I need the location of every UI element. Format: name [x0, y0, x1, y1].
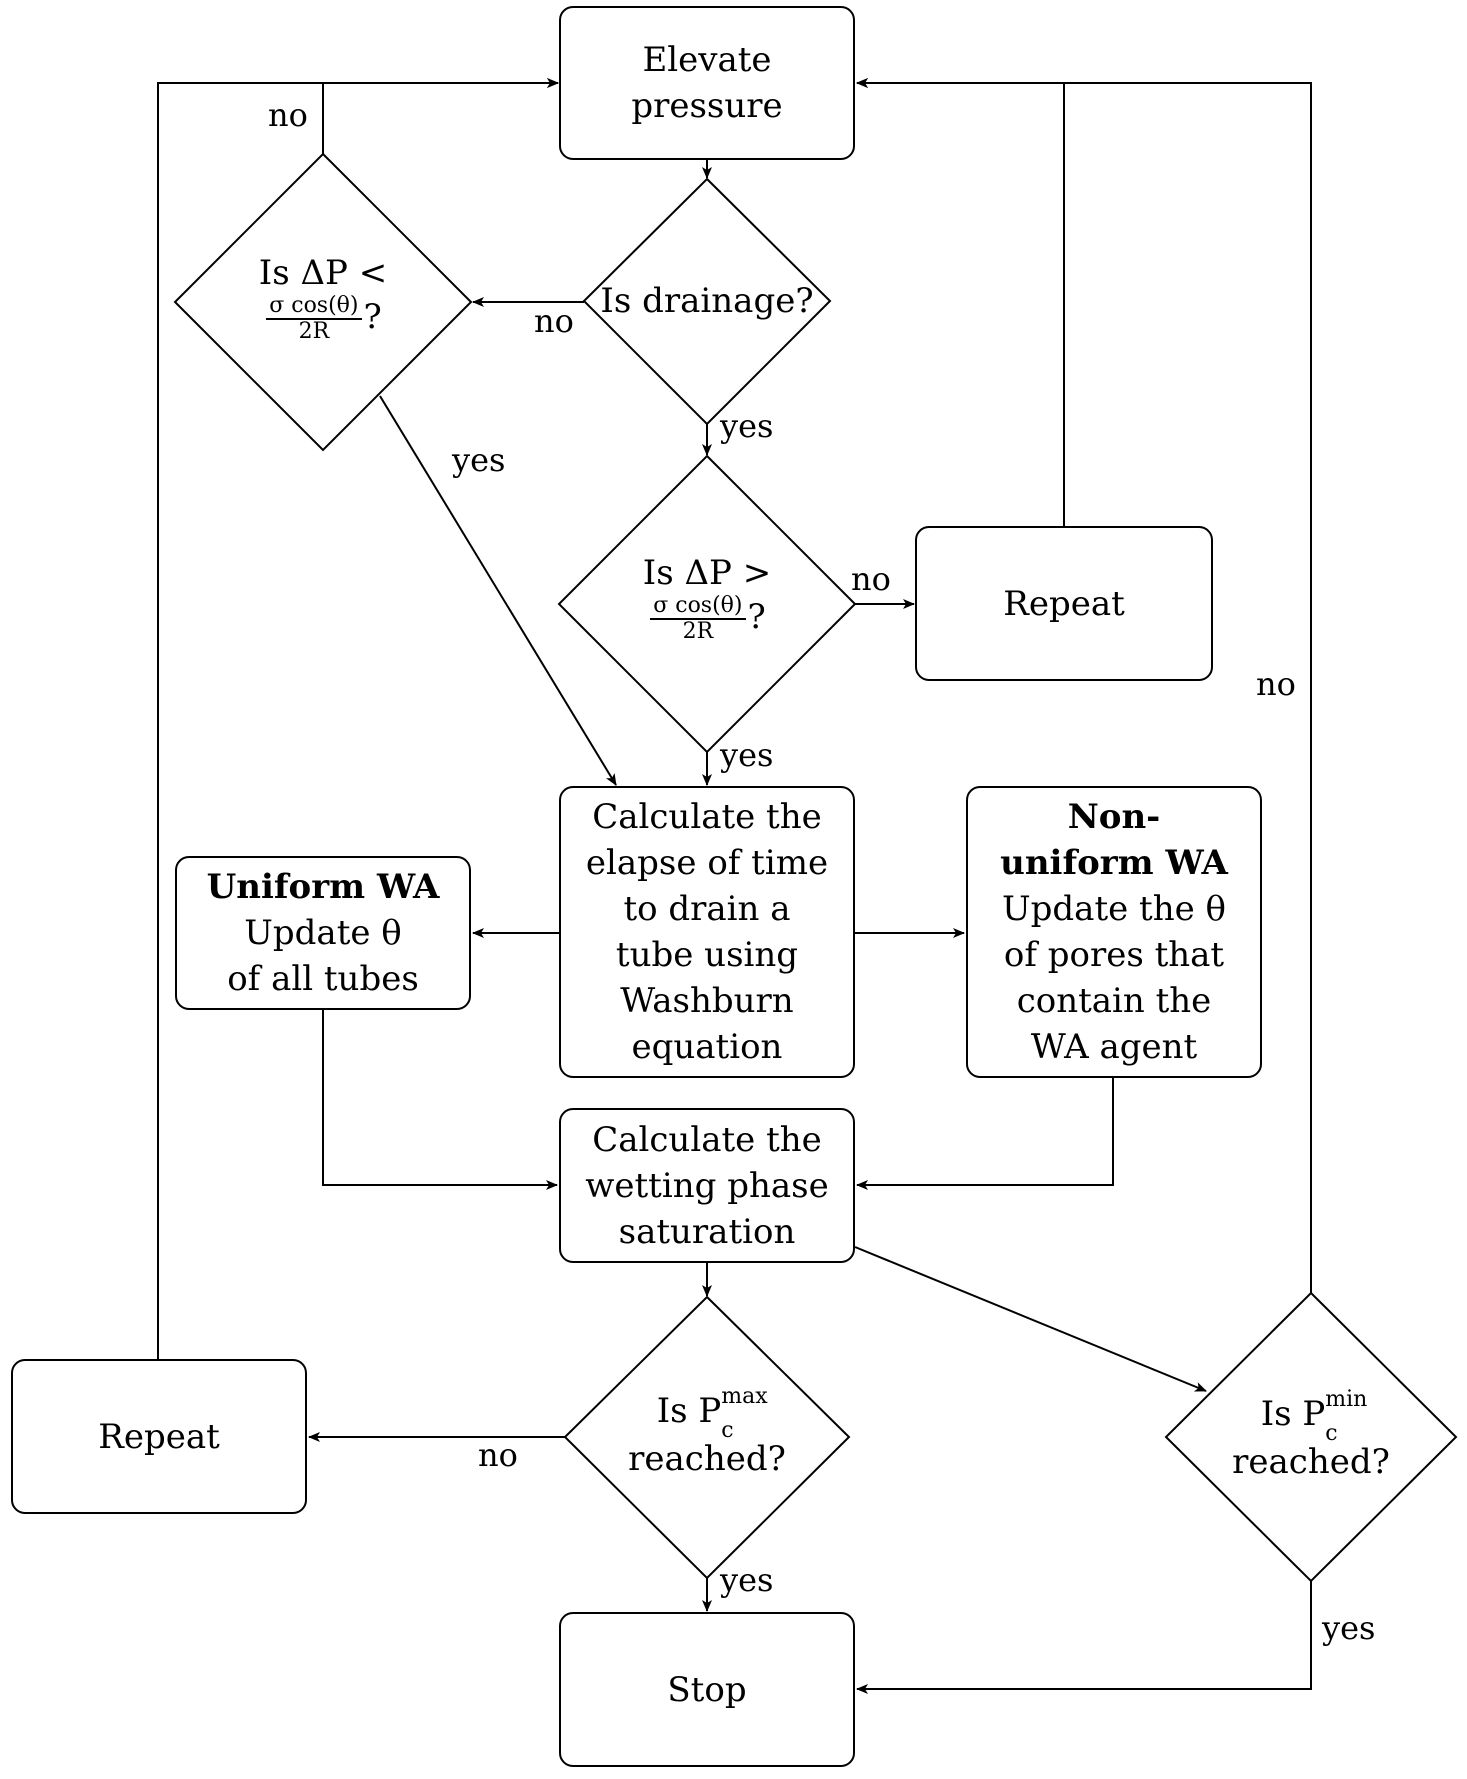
nonuniform-line-1: Update the θ	[1001, 889, 1226, 929]
label-yes-drainage: yes	[720, 407, 774, 445]
label-no-pc-min: no	[1256, 665, 1296, 703]
process-uniform-wa: Uniform WA Update θ of all tubes	[175, 856, 471, 1010]
process-repeat-left: Repeat	[11, 1359, 307, 1514]
label-no-dp-greater: no	[851, 560, 891, 598]
dp-greater-denominator: 2R	[682, 619, 714, 644]
decision-dp-less-shape	[173, 152, 473, 452]
label-yes-dp-less: yes	[452, 441, 506, 479]
elevate-line-2: pressure	[631, 86, 783, 126]
repeat-left-label: Repeat	[98, 1416, 220, 1457]
pc-max-line-2: reached?	[628, 1439, 786, 1479]
dp-less-denominator: 2R	[298, 319, 330, 344]
dp-greater-suffix: ?	[747, 597, 766, 637]
process-calculate-drain-time: Calculate the elapse of time to drain a …	[559, 786, 855, 1078]
label-yes-dp-greater: yes	[720, 736, 774, 774]
calc-time-line-5: Washburn	[620, 981, 794, 1021]
uniform-line-2: of all tubes	[227, 959, 419, 999]
nonuniform-line-2: of pores that	[1003, 935, 1225, 975]
terminal-stop: Stop	[559, 1612, 855, 1767]
calc-sat-line-2: wetting phase	[585, 1165, 829, 1206]
label-no-pc-max: no	[478, 1436, 518, 1474]
decision-drainage-text: Is drainage?	[584, 280, 830, 322]
dp-greater-numerator: σ cos(θ)	[650, 594, 746, 620]
nonuniform-line-4: WA agent	[1030, 1027, 1198, 1067]
uniform-line-1: Update θ	[244, 913, 402, 953]
label-yes-pc-min: yes	[1322, 1609, 1376, 1647]
process-calculate-saturation: Calculate the wetting phase saturation	[559, 1108, 855, 1263]
label-no-dp-less: no	[268, 96, 308, 134]
calc-sat-line-1: Calculate the	[592, 1119, 822, 1160]
dp-less-fraction: σ cos(θ) 2R	[266, 294, 362, 344]
process-repeat-right: Repeat	[915, 526, 1213, 681]
uniform-title: Uniform WA	[206, 867, 440, 907]
dp-greater-prefix: Is ΔP >	[642, 553, 772, 593]
drainage-question: Is drainage?	[600, 281, 814, 321]
dp-less-suffix: ?	[363, 297, 382, 337]
pc-max-superscript: max	[721, 1384, 768, 1409]
calc-time-line-6: equation	[631, 1027, 783, 1067]
calc-time-line-1: Calculate the	[592, 797, 822, 837]
process-nonuniform-wa: Non- uniform WA Update the θ of pores th…	[966, 786, 1262, 1078]
calc-time-line-3: to drain a	[623, 889, 791, 929]
nonuniform-title-1: Non-	[1067, 797, 1161, 837]
pc-min-line-2: reached?	[1232, 1442, 1390, 1482]
pc-min-superscript: min	[1325, 1387, 1368, 1412]
nonuniform-line-3: contain the	[1016, 981, 1212, 1021]
decision-dp-greater-text: Is ΔP > σ cos(θ) 2R ?	[579, 552, 835, 644]
elevate-line-1: Elevate	[642, 40, 772, 80]
pc-min-subscript: c	[1325, 1421, 1338, 1446]
nonuniform-title-2: uniform WA	[1000, 843, 1228, 883]
dp-less-numerator: σ cos(θ)	[266, 294, 362, 320]
calc-sat-line-3: saturation	[618, 1211, 796, 1252]
calc-time-line-4: tube using	[615, 935, 799, 975]
stop-label: Stop	[667, 1669, 747, 1710]
calc-time-line-2: elapse of time	[585, 843, 829, 883]
process-elevate-pressure: Elevate pressure	[559, 6, 855, 160]
label-yes-pc-max: yes	[720, 1561, 774, 1599]
repeat-right-label: Repeat	[1003, 583, 1125, 624]
dp-greater-fraction: σ cos(θ) 2R	[650, 594, 746, 644]
decision-dp-less-text: Is ΔP < σ cos(θ) 2R ?	[195, 252, 451, 344]
label-no-drainage: no	[534, 302, 574, 340]
dp-less-prefix: Is ΔP <	[258, 253, 388, 293]
pc-max-subscript: c	[721, 1418, 734, 1443]
